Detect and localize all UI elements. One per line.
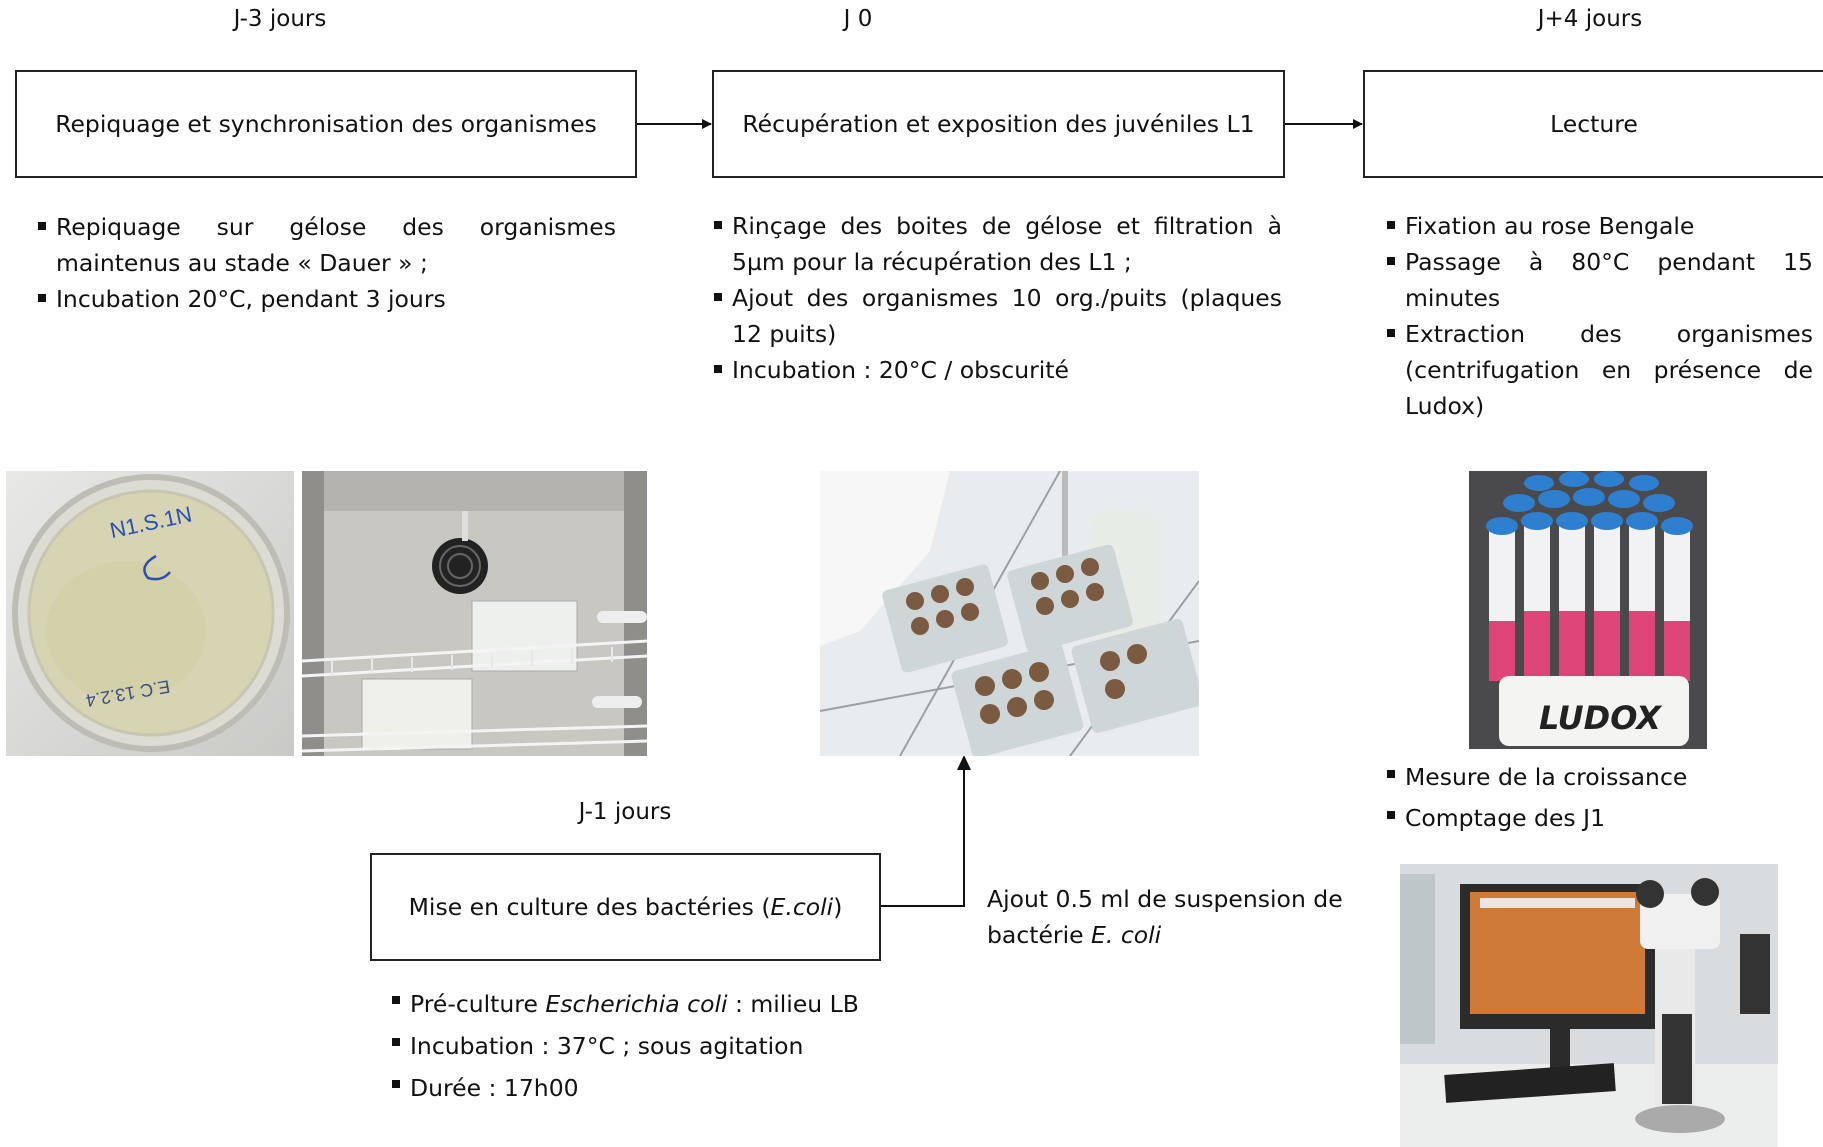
bullet-text: Durée : 17h00 (410, 1074, 579, 1102)
list-item: Rinçage des boites de gélose et filtrati… (712, 208, 1282, 280)
list-item: Incubation : 37°C ; sous agitation (390, 1025, 890, 1067)
stage-box-repiquage: Repiquage et synchronisation des organis… (15, 70, 637, 178)
list-item: Repiquage sur gélose des organismes main… (36, 209, 616, 281)
stage1-bullets: Repiquage sur gélose des organismes main… (36, 209, 616, 317)
stage-title-recuperation: Récupération et exposition des juvéniles… (742, 110, 1255, 138)
note-line-2-text: bactérie (987, 921, 1092, 949)
day-label-j4: J+4 jours (1537, 6, 1643, 32)
ludox-label: LUDOX (1539, 699, 1662, 737)
day-label-j-3: J-3 jours (233, 6, 327, 32)
list-item: Mesure de la croissance (1385, 757, 1813, 798)
ludox-tubes-illustration: LUDOX (1469, 471, 1707, 749)
list-item: Passage à 80°C pendant 15 minutes (1385, 244, 1813, 316)
stage-title-culture: Mise en culture des bactéries (E.coli) (409, 893, 843, 921)
list-item: Incubation 20°C, pendant 3 jours (36, 281, 616, 317)
list-item: Incubation : 20°C / obscurité (712, 352, 1282, 388)
culture-title-italic: E.coli (770, 893, 834, 921)
stage-box-culture: Mise en culture des bactéries (E.coli) (370, 853, 881, 961)
stage-title-lecture: Lecture (1550, 110, 1638, 138)
bullet-text: Incubation : 37°C ; sous agitation (410, 1032, 804, 1060)
note-line-2-italic: E. coli (1091, 921, 1162, 949)
note-line-1: Ajout 0.5 ml de suspension de (987, 885, 1343, 913)
list-item: Extraction des organismes (centrifugatio… (1385, 316, 1813, 424)
bacteria-addition-note: Ajout 0.5 ml de suspension de bactérie E… (987, 881, 1367, 953)
well-plates-photo (820, 471, 1199, 756)
stage3-measure-bullets: Mesure de la croissance Comptage des J1 (1385, 757, 1813, 839)
culture-title-prefix: Mise en culture des bactéries ( (408, 893, 771, 921)
stage-box-lecture: Lecture (1363, 70, 1823, 178)
microscope-photo (1400, 864, 1778, 1147)
list-item: Pré-culture Escherichia coli : milieu LB (390, 983, 890, 1025)
culture-title-suffix: ) (833, 893, 843, 921)
list-item: Ajout des organismes 10 org./puits (plaq… (712, 280, 1282, 352)
petri-dish-illustration: N1.S.1N E.C 13.2.4 (12, 474, 290, 752)
bullet-text: Pré-culture (410, 990, 546, 1018)
list-item: Durée : 17h00 (390, 1067, 890, 1109)
list-item: Comptage des J1 (1385, 798, 1813, 839)
stage3-bullets: Fixation au rose Bengale Passage à 80°C … (1385, 208, 1813, 424)
ludox-tubes-photo: LUDOX (1469, 471, 1707, 749)
microscope-illustration (1400, 864, 1778, 1147)
note-line-2: bactérie E. coli (987, 917, 1367, 953)
bullet-text-end: : milieu LB (727, 990, 859, 1018)
petri-dish-photo: N1.S.1N E.C 13.2.4 (6, 471, 294, 756)
incubator-photo (302, 471, 647, 756)
stage2-bullets: Rinçage des boites de gélose et filtrati… (712, 208, 1282, 388)
list-item: Fixation au rose Bengale (1385, 208, 1813, 244)
arrow-culture-to-exposure (880, 758, 965, 907)
well-plates-illustration (820, 471, 1199, 756)
stage-box-recuperation: Récupération et exposition des juvéniles… (712, 70, 1285, 178)
stage-title-repiquage: Repiquage et synchronisation des organis… (55, 110, 597, 138)
culture-bullets: Pré-culture Escherichia coli : milieu LB… (390, 983, 890, 1109)
day-label-j-1: J-1 jours (578, 799, 672, 825)
bullet-italic: Escherichia coli (545, 990, 728, 1018)
day-label-j0: J 0 (843, 6, 873, 32)
incubator-illustration (302, 471, 647, 756)
